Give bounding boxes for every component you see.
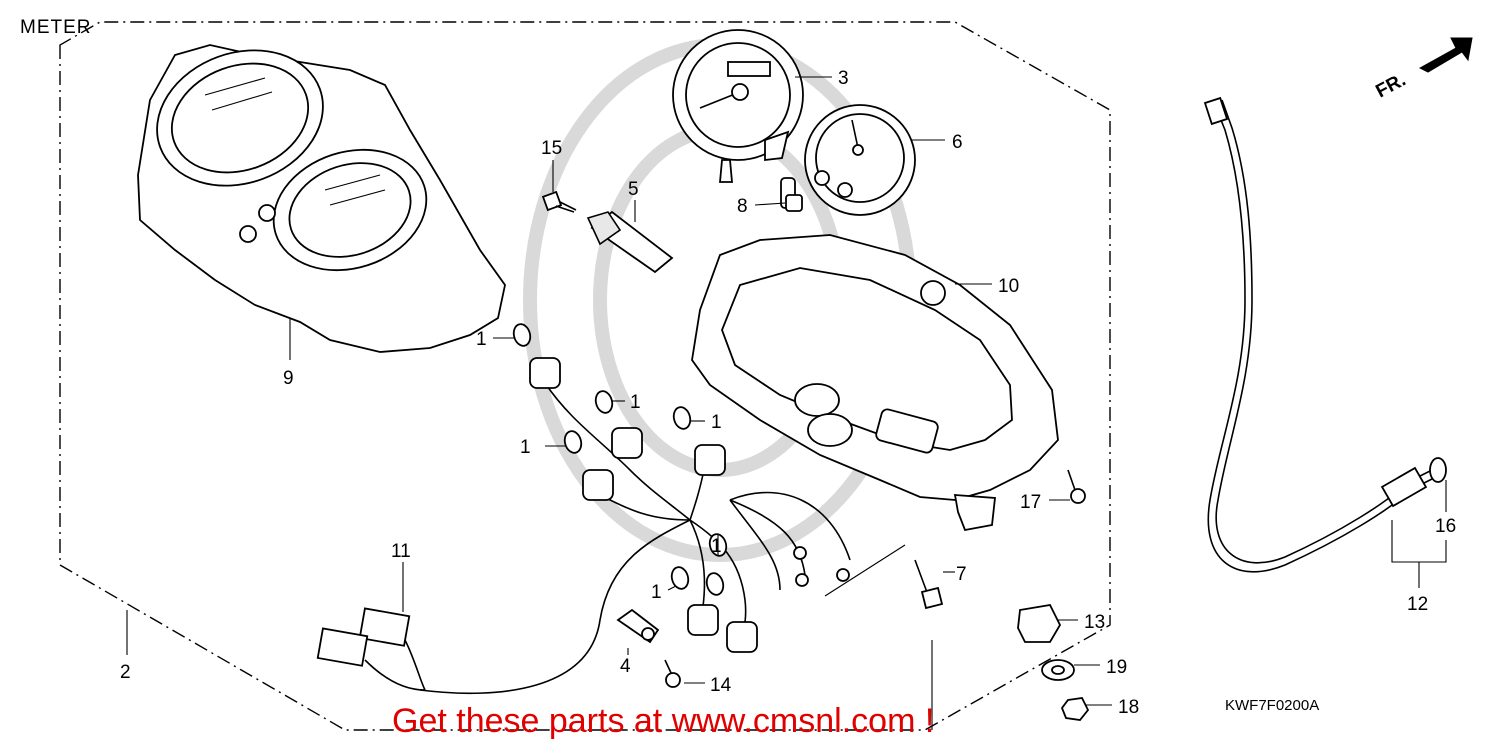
- assembly-frame: [59, 21, 1111, 731]
- diagram-code: KWF7F0200A: [1225, 697, 1320, 714]
- speedometer-cable: [1203, 96, 1441, 573]
- leader-lines: [126, 76, 1447, 730]
- screw-14: [664, 659, 681, 688]
- bulb-socket-8: [780, 177, 803, 212]
- callout-16: 16: [1435, 516, 1456, 537]
- callout-1-a: 1: [476, 329, 487, 350]
- callout-1-d: 1: [520, 437, 531, 458]
- wire-harness: [316, 357, 851, 695]
- grommet-13: [1017, 604, 1062, 643]
- screw-17: [1067, 469, 1086, 504]
- callout-13: 13: [1084, 612, 1105, 633]
- callout-15: 15: [541, 138, 562, 159]
- meter-visor-cover: [137, 44, 506, 353]
- callout-labels: 9 2 3 6 15 5 8 10 1 1 1 1 1 1 11 4 14 7 …: [120, 68, 1456, 718]
- callout-1-f: 1: [651, 582, 662, 603]
- callout-8: 8: [737, 196, 748, 217]
- nut-18: [1060, 697, 1090, 721]
- callout-1-e: 1: [711, 536, 722, 557]
- callout-12: 12: [1407, 594, 1428, 615]
- callout-18: 18: [1118, 697, 1139, 718]
- socket-tube-5: [586, 210, 674, 274]
- diagram-title: METER: [20, 17, 92, 38]
- direction-label: FR.: [1372, 70, 1409, 103]
- callout-14: 14: [710, 675, 732, 696]
- callout-10: 10: [998, 276, 1019, 297]
- front-direction-arrow: FR.: [1372, 37, 1473, 103]
- callout-5: 5: [628, 179, 639, 200]
- washer-19: [1041, 659, 1075, 681]
- callout-2: 2: [120, 662, 131, 683]
- callout-7: 7: [956, 564, 967, 585]
- fuel-gauge: [804, 104, 916, 216]
- callout-3: 3: [838, 68, 849, 89]
- callout-6: 6: [952, 132, 963, 153]
- promo-link[interactable]: Get these parts at www.cmsnl.com !: [392, 702, 935, 740]
- callout-4: 4: [620, 656, 631, 677]
- callout-19: 19: [1106, 657, 1127, 678]
- screw-15: [541, 190, 577, 213]
- callout-11: 11: [391, 541, 411, 562]
- bolt-7: [914, 559, 944, 610]
- o-ring-16: [1429, 457, 1447, 483]
- callout-1-b: 1: [630, 392, 641, 413]
- meter-case: [691, 234, 1059, 532]
- harness-clamp-4: [616, 608, 660, 644]
- callout-17: 17: [1020, 492, 1041, 513]
- callout-1-c: 1: [711, 412, 722, 433]
- callout-9: 9: [283, 368, 294, 389]
- speedometer-gauge: [672, 29, 804, 183]
- bulbs: [512, 323, 728, 596]
